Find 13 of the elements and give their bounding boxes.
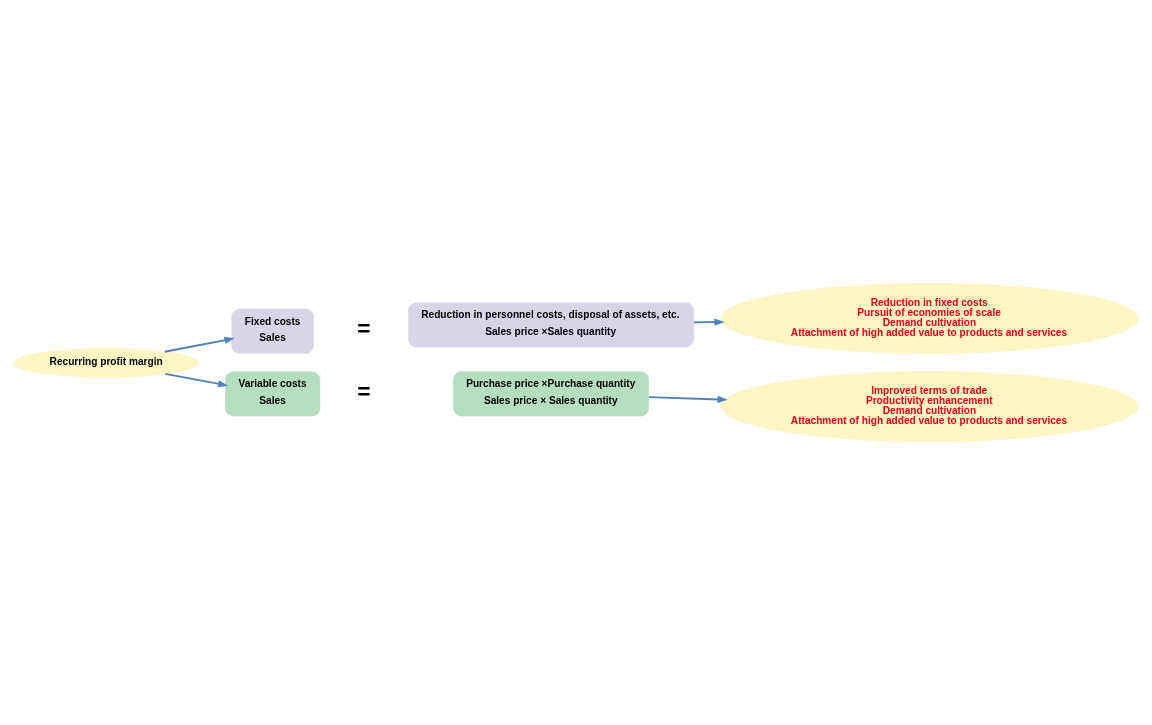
node-ellipse: Reduction in fixed costs Pursuit of economies of scale Demand cultivation Attachment of high added value to products and services xyxy=(720,283,1139,354)
node-box: Fixed costs Sales xyxy=(231,308,314,354)
node-box: Reduction in personnel costs, disposal of assets, etc. Sales price ×Sales quantity xyxy=(408,302,694,348)
arrow xyxy=(163,336,235,353)
label: = xyxy=(357,315,371,342)
node-box: Variable costs Sales xyxy=(225,371,321,417)
arrow xyxy=(692,318,725,326)
node-ellipse: Recurring profit margin xyxy=(13,348,199,378)
node-ellipse: Improved terms of trade Productivity enhancement Demand cultivation Attachment of high added value to products and services xyxy=(720,371,1139,442)
arrow xyxy=(164,372,229,388)
node-box: Purchase price ×Purchase quantity Sales price × Sales quantity xyxy=(453,371,649,417)
label: = xyxy=(357,377,371,404)
arrow xyxy=(647,395,728,403)
